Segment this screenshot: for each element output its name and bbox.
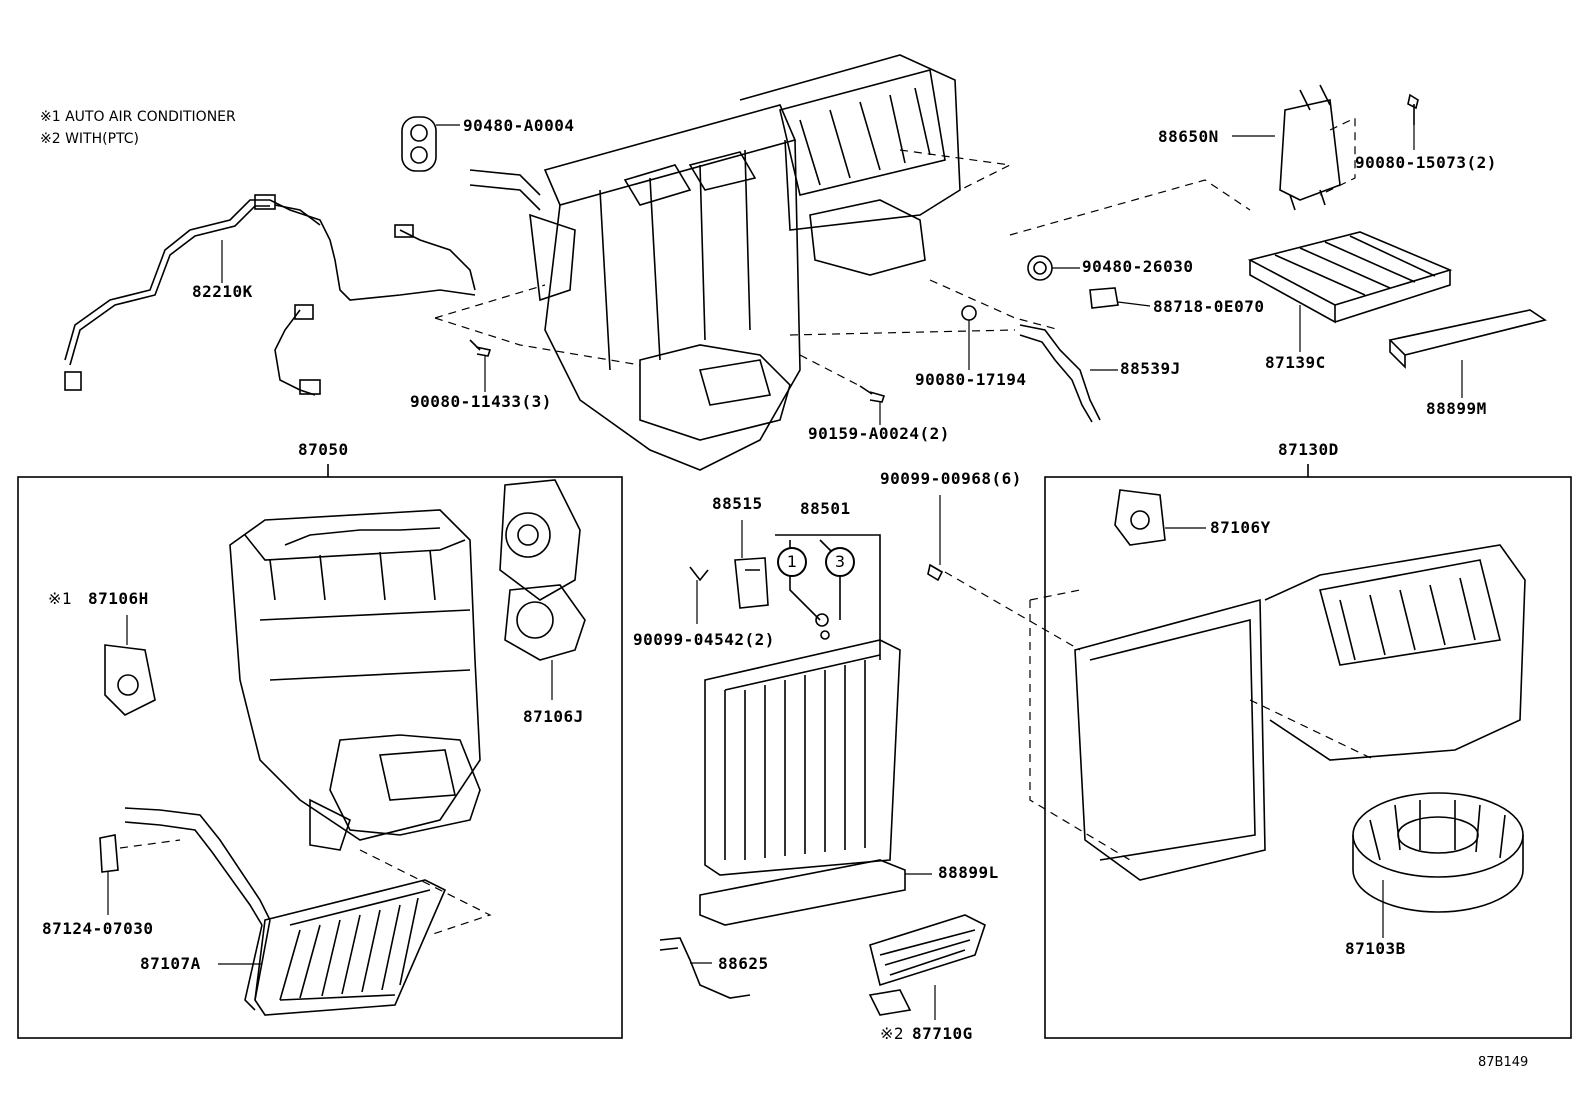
part-label-88650n: 88650N <box>1158 127 1219 146</box>
part-label-90080-15073: 90080-15073(2) <box>1355 153 1497 172</box>
part-label-87106h: 87106H <box>88 589 149 608</box>
part-label-82210k: 82210K <box>192 282 253 301</box>
clip-87124-drawing <box>99 834 119 873</box>
hose-88539j-drawing <box>1019 324 1101 423</box>
group-label-87050: 87050 <box>298 440 349 459</box>
part-label-87103b: 87103B <box>1345 939 1406 958</box>
screw-drawings <box>469 93 1419 582</box>
part-label-90099-00968: 90099-00968(6) <box>880 469 1022 488</box>
part-label-90480-26030: 90480-26030 <box>1082 257 1194 276</box>
part-label-88515: 88515 <box>712 494 763 513</box>
heater-core-87107a-drawing <box>124 807 447 1016</box>
figure-code: 87B149 <box>1478 1055 1529 1070</box>
cover-88899m-drawing <box>1388 309 1547 369</box>
part-label-90480-a0004: 90480-A0004 <box>463 116 575 135</box>
grommet-90480-a0004-drawing <box>401 116 437 172</box>
hvac-case-87050-drawing <box>229 509 481 851</box>
note-mark-2: ※2 <box>880 1024 905 1043</box>
part-label-88539j: 88539J <box>1120 359 1181 378</box>
actuator-87106y-drawing <box>1114 489 1166 546</box>
note-mark-1: ※1 <box>48 589 73 608</box>
part-label-90080-11433: 90080-11433(3) <box>410 392 552 411</box>
note-auto-air-conditioner: ※1 AUTO AIR CONDITIONER <box>40 109 236 125</box>
callout-3: 3 <box>825 547 855 577</box>
cover-88899l-drawing <box>699 859 906 926</box>
actuator-87106h-drawing <box>104 644 156 716</box>
part-label-88718-0e070: 88718-0E070 <box>1153 297 1265 316</box>
part-label-90099-04542: 90099-04542(2) <box>633 630 775 649</box>
note-with-ptc: ※2 WITH(PTC) <box>40 131 140 147</box>
box-87130D <box>1044 476 1572 1039</box>
callout-1: 1 <box>777 547 807 577</box>
blower-motor-87103b-drawing <box>1352 792 1524 913</box>
blower-case-87130d-drawing <box>1074 544 1526 881</box>
expansion-valve-88515-drawing <box>734 557 769 609</box>
part-label-87139c: 87139C <box>1265 353 1326 372</box>
evaporator-88501-drawing <box>704 534 901 876</box>
sensor-88718-drawing <box>1089 287 1119 309</box>
wire-harness-82210k-drawing <box>64 194 476 396</box>
actuator-87106j-drawing <box>499 479 586 661</box>
part-label-88625: 88625 <box>718 954 769 973</box>
part-label-87107a: 87107A <box>140 954 201 973</box>
ecu-88650n-drawing <box>1279 84 1341 211</box>
part-label-88899m: 88899M <box>1426 399 1487 418</box>
hvac-assembly-drawing <box>469 54 961 471</box>
part-label-88899l: 88899L <box>938 863 999 882</box>
part-label-88501: 88501 <box>800 499 851 518</box>
grommet-90480-26030-drawing <box>1027 255 1053 281</box>
group-label-87130d: 87130D <box>1278 440 1339 459</box>
harness-88625-drawing <box>659 937 751 999</box>
part-label-90159-a0024: 90159-A0024(2) <box>808 424 950 443</box>
part-label-90080-17194: 90080-17194 <box>915 370 1027 389</box>
part-label-87124-07030: 87124-07030 <box>42 919 154 938</box>
box-87050 <box>17 476 623 1039</box>
part-label-87106y: 87106Y <box>1210 518 1271 537</box>
filter-87139c-drawing <box>1247 231 1453 324</box>
part-label-87710g: 87710G <box>912 1024 973 1043</box>
part-label-87106j: 87106J <box>523 707 584 726</box>
ptc-heater-87710g-drawing <box>868 914 986 1016</box>
